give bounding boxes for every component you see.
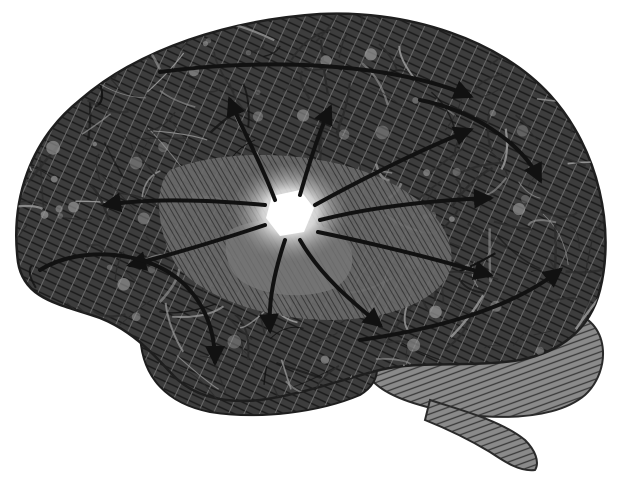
gyrus-highlight xyxy=(513,203,525,215)
gyrus-highlight xyxy=(82,65,94,77)
sulcus-stroke xyxy=(11,386,34,405)
gyrus-highlight xyxy=(517,125,528,136)
gyrus-highlight xyxy=(107,265,113,271)
sulcus-stroke xyxy=(9,14,45,29)
gyrus-highlight xyxy=(158,142,168,152)
sulcus-stroke xyxy=(588,104,621,128)
sulcus-stroke xyxy=(20,372,68,395)
gyrus-highlight xyxy=(132,312,141,321)
sulcus-stroke xyxy=(147,18,152,53)
gyrus-highlight xyxy=(365,48,377,60)
gyrus-highlight xyxy=(57,213,63,219)
gyrus-highlight xyxy=(56,205,63,212)
sulcus-stroke xyxy=(603,172,621,201)
gyrus-highlight xyxy=(138,213,150,225)
sulcus-stroke xyxy=(26,87,54,95)
gyrus-highlight xyxy=(412,97,419,104)
gyrus-highlight xyxy=(117,278,130,291)
gyrus-highlight xyxy=(339,129,349,139)
gyrus-highlight xyxy=(376,126,390,140)
sulcus-stroke xyxy=(520,15,538,23)
sulcus-stroke xyxy=(133,7,147,60)
sulcus-stroke xyxy=(24,367,40,398)
sulcus-stroke xyxy=(120,351,147,389)
sulcus-stroke xyxy=(74,75,94,86)
sulcus-stroke xyxy=(38,370,82,372)
sulcus-stroke xyxy=(1,327,20,333)
sulcus-stroke xyxy=(596,93,603,131)
sulcus-stroke xyxy=(503,45,527,46)
gyrus-highlight xyxy=(489,110,496,117)
sulcus-stroke xyxy=(585,116,592,147)
gyrus-highlight xyxy=(246,50,251,55)
sulcus-stroke xyxy=(568,11,580,39)
sulcus-stroke xyxy=(0,36,38,43)
sulcus-stroke xyxy=(0,142,22,146)
sulcus-stroke xyxy=(56,53,80,62)
sulcus-stroke xyxy=(171,0,217,13)
gyrus-highlight xyxy=(253,111,263,121)
sulcus-stroke xyxy=(128,366,144,375)
sulcus-stroke xyxy=(18,107,51,136)
sulcus-stroke xyxy=(111,0,127,22)
sulcus-stroke xyxy=(172,11,183,33)
sulcus-stroke xyxy=(60,23,112,33)
gyrus-highlight xyxy=(297,109,309,121)
sulcus-stroke xyxy=(105,0,152,16)
gyrus-highlight xyxy=(46,141,60,155)
gyrus-highlight xyxy=(93,142,97,146)
sulcus-stroke xyxy=(43,22,48,69)
gyrus-highlight xyxy=(228,335,242,349)
sulcus-stroke xyxy=(552,53,585,69)
sulcus-stroke xyxy=(9,291,20,325)
sulcus-stroke xyxy=(149,386,156,409)
gyrus-highlight xyxy=(423,169,430,176)
sulcus-stroke xyxy=(64,57,84,72)
gyrus-highlight xyxy=(521,195,530,204)
sulcus-stroke xyxy=(26,73,57,83)
sulcus-stroke xyxy=(0,154,14,169)
central-glow xyxy=(230,162,350,262)
sulcus-stroke xyxy=(71,339,108,355)
gyrus-highlight xyxy=(51,176,58,183)
gyrus-highlight xyxy=(203,41,208,46)
sulcus-stroke xyxy=(427,0,442,21)
sulcus-stroke xyxy=(7,105,44,114)
gyrus-highlight xyxy=(407,339,420,352)
sulcus-stroke xyxy=(175,0,181,10)
sulcus-stroke xyxy=(79,336,113,358)
gyrus-highlight xyxy=(130,157,143,170)
sulcus-stroke xyxy=(47,35,75,60)
sulcus-stroke xyxy=(550,52,556,86)
gyrus-highlight xyxy=(453,168,461,176)
gyrus-highlight xyxy=(121,28,133,40)
gyrus-highlight xyxy=(41,211,49,219)
gyrus-highlight xyxy=(429,306,442,319)
gyrus-highlight xyxy=(449,216,455,222)
sulcus-stroke xyxy=(537,48,564,81)
gyrus-highlight xyxy=(321,356,329,364)
gyrus-highlight xyxy=(37,308,50,321)
sulcus-stroke xyxy=(600,96,605,116)
gyrus-highlight xyxy=(68,202,79,213)
sulcus-stroke xyxy=(153,22,192,38)
sulcus-stroke xyxy=(33,87,82,101)
sulcus-stroke xyxy=(49,377,93,378)
gyrus-highlight xyxy=(255,90,260,95)
